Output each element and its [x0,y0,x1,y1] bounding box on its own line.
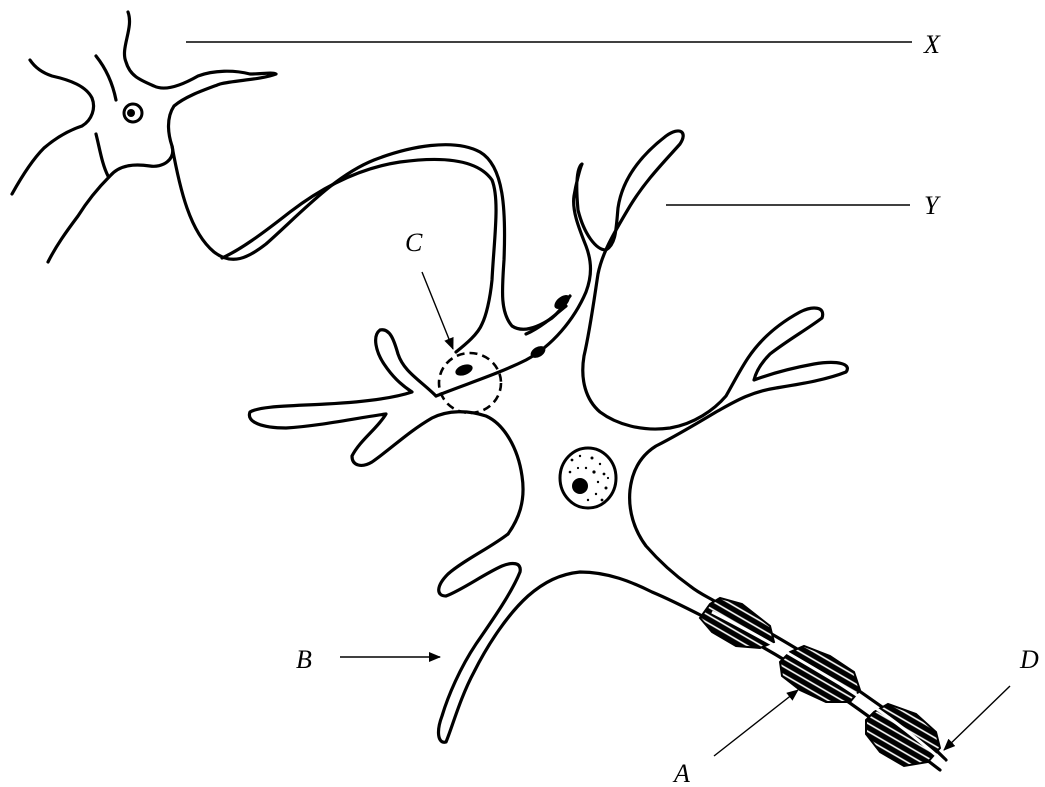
label-d-arrow [944,686,1010,750]
label-d: D [1019,645,1039,674]
presynaptic-dendrite-top [96,56,116,100]
postsynaptic-membrane-top [436,131,847,602]
presynaptic-dendrite-left [12,60,94,194]
presynaptic-cell-body [48,12,276,262]
presynaptic-axon-bottom [222,159,496,352]
label-b: B [296,645,312,674]
postsynaptic-neuron [249,131,946,770]
presynaptic-axon-top [172,145,570,330]
presynaptic-dendrite-lower [96,134,108,176]
label-a-arrow [714,690,798,756]
myelin-sheath-segment-3 [866,704,940,766]
nucleus-granules [569,455,609,502]
label-y: Y [924,191,941,220]
synaptic-terminal-branch [526,306,566,334]
presynaptic-neuron [12,12,570,352]
label-c-arrow [422,272,453,349]
synaptic-knob-3 [454,362,474,378]
postsynaptic-membrane-lower [439,534,718,742]
label-a: A [672,759,690,787]
label-c: C [405,228,423,257]
label-x: X [923,30,941,59]
presynaptic-nucleolus [127,109,135,117]
postsynaptic-membrane-upper [249,330,523,534]
postsynaptic-nucleolus [572,478,588,494]
